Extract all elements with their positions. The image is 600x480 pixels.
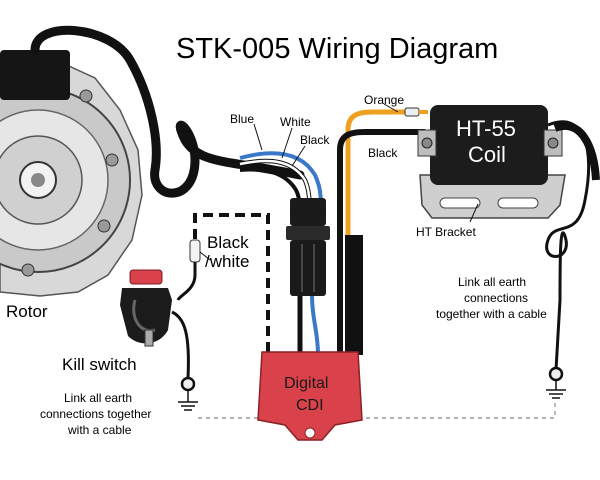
black-white-label-line2: /white [205,252,249,271]
earth-note-right-line2: connections [464,291,528,305]
earth-note-right-line3: together with a cable [436,307,547,321]
coil-terminals [417,129,563,157]
diagram-title: STK-005 Wiring Diagram [176,33,498,65]
kill-switch [120,269,172,347]
kill-switch-dashed-wire [193,213,270,352]
main-loom-wire [30,25,305,198]
blue-wire-label: Blue [230,112,254,126]
ht-coil-body [430,105,548,185]
ht-earth-wire [545,120,591,371]
cdi-lead-bundle [345,235,363,355]
rotor-label: Rotor [6,302,48,321]
coil-black-wire-label: Black [368,146,398,160]
ht-lead [553,122,600,181]
coil-label-line1: HT-55 [456,116,516,141]
kill-switch-label: Kill switch [62,355,137,374]
multi-pin-connector [286,198,330,296]
white-wire-label: White [280,115,311,129]
ht-bracket [419,174,566,219]
connector-blue-to-cdi [310,295,320,356]
earth-symbol-right [546,366,566,399]
orange-wire [345,109,408,350]
rotor-bolt [97,219,111,233]
pointer-white [281,127,293,159]
rotor-bolt [79,89,93,103]
earth-link-cable [198,400,556,419]
digital-cdi [257,351,363,441]
earth-symbol-left [178,376,198,411]
coil-label-line2: Coil [468,142,506,167]
pointer-orange [383,103,399,113]
pointer-blue [253,123,263,151]
rotor-bolt [105,153,119,167]
earth-note-left-line1: Link all earth [64,391,132,405]
earth-note-left-line3: with a cable [67,423,132,437]
rotor-shaft [31,173,45,187]
cdi-label-line1: Digital [284,375,328,392]
kill-switch-button [129,269,163,285]
cdi-label-line2: CDI [296,397,324,414]
orange-connector [404,107,420,117]
rotor-bolt [21,263,35,277]
pointer-ht-bracket [469,203,479,223]
earth-note-left-line2: connections together [40,407,151,421]
kill-switch-lead [176,262,197,301]
orange-wire-label: Orange [364,93,404,107]
kill-switch-earth-wire [171,310,190,379]
pickup-housing [0,50,70,100]
cdi-body [257,351,363,441]
rotor-assembly [0,50,143,297]
black-wire-label: Black [300,133,330,147]
black-white-label-line1: Black [207,233,249,252]
pointer-black-white [199,251,211,261]
connector-upper [290,198,326,226]
ht-bracket-label: HT Bracket [416,225,476,239]
connector-collar [286,226,330,240]
pointer-black [291,145,306,167]
bullet-connector [189,239,201,263]
earth-note-right-line1: Link all earth [458,275,526,289]
coil-black-wire [337,129,425,355]
connector-lower [290,240,326,296]
